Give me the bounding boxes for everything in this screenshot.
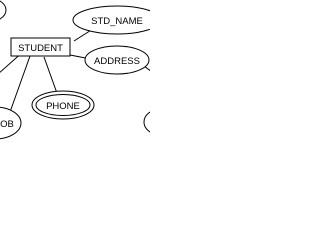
edge-student-phone bbox=[43, 56, 59, 97]
attribute-phone-inner-ellipse bbox=[35, 94, 91, 116]
attribute-dob-label: OB bbox=[0, 119, 14, 130]
attribute-dob-ellipse bbox=[0, 106, 22, 140]
er-diagram: STD_NAME STUDENT ADDRESS OB PHONE bbox=[0, 0, 173, 150]
partial-attribute-ellipse-bottom-right bbox=[143, 109, 173, 135]
entity-student-label: STUDENT bbox=[18, 43, 63, 54]
er-diagram-canvas: STD_NAME STUDENT ADDRESS OB PHONE bbox=[0, 0, 173, 140]
edge-student-dob bbox=[9, 55, 31, 113]
partial-attribute-ellipse-top-left bbox=[0, 0, 7, 20]
entity-student-box bbox=[10, 37, 71, 57]
attribute-address-ellipse bbox=[84, 45, 150, 75]
attribute-phone-label: PHONE bbox=[46, 101, 80, 112]
attribute-std-name-label: STD_NAME bbox=[91, 16, 143, 27]
attribute-address-label: ADDRESS bbox=[94, 56, 140, 67]
